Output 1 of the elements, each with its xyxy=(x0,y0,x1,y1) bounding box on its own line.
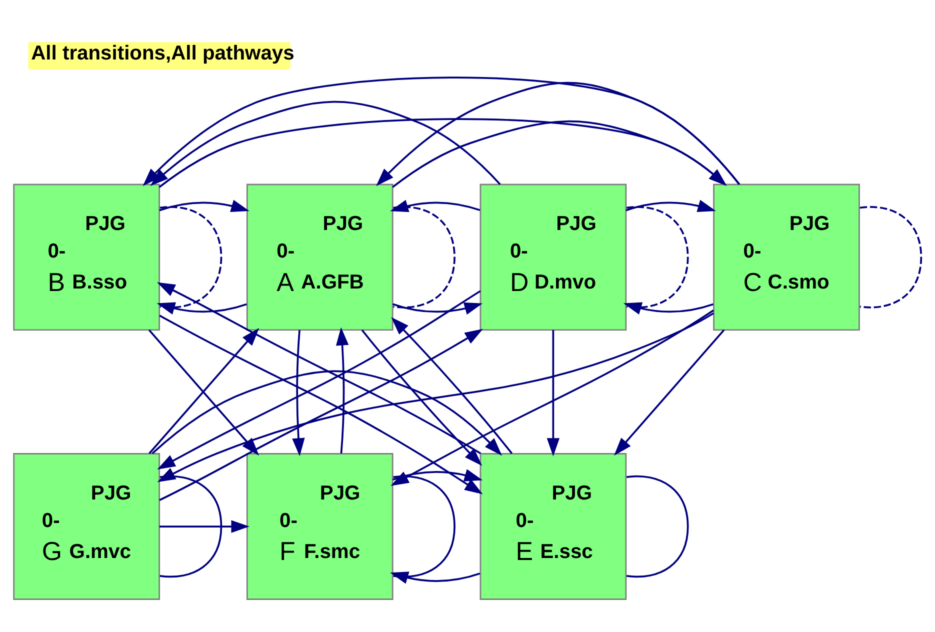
diagram-title: All transitions,All pathways xyxy=(31,42,294,65)
